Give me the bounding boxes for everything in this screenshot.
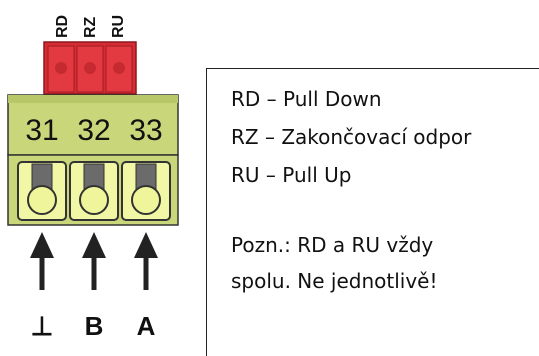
- jumper-label-rz: RZ: [82, 16, 99, 38]
- terminal-number-33: 33: [129, 114, 162, 147]
- jumper-label-ru: RU: [110, 15, 127, 38]
- terminal-label-b: B: [85, 311, 104, 341]
- terminal-label-a: A: [137, 311, 156, 341]
- jumper-label-rd: RD: [54, 15, 71, 38]
- terminal-label-ground: ⊥: [31, 311, 54, 341]
- terminal-number-32: 32: [77, 114, 110, 147]
- screw-33[interactable]: [121, 161, 171, 221]
- arrow-up-icon: [134, 232, 158, 290]
- arrow-up-icon: [30, 232, 54, 290]
- terminal-block: 31 32 33: [7, 94, 179, 226]
- legend-rz: RZ – Zakončovací odpor: [231, 125, 472, 149]
- jumper-block: [43, 41, 137, 95]
- screw-31[interactable]: [17, 161, 67, 221]
- arrow-up-icon: [82, 232, 106, 290]
- legend-box: RD – Pull Down RZ – Zakončovací odpor RU…: [206, 68, 539, 356]
- terminal-number-31: 31: [25, 114, 58, 147]
- legend-note-line-1: Pozn.: RD a RU vždy: [231, 233, 434, 257]
- legend-note-line-2: spolu. Ne jednotlivě!: [231, 269, 438, 293]
- legend-ru: RU – Pull Up: [231, 163, 352, 187]
- terminal-diagram: RD RZ RU 31 32 33: [7, 15, 179, 341]
- wire-arrows: [30, 232, 158, 290]
- jumper-labels: RD RZ RU: [54, 15, 127, 38]
- screw-32[interactable]: [69, 161, 119, 221]
- legend-rd: RD – Pull Down: [231, 87, 382, 111]
